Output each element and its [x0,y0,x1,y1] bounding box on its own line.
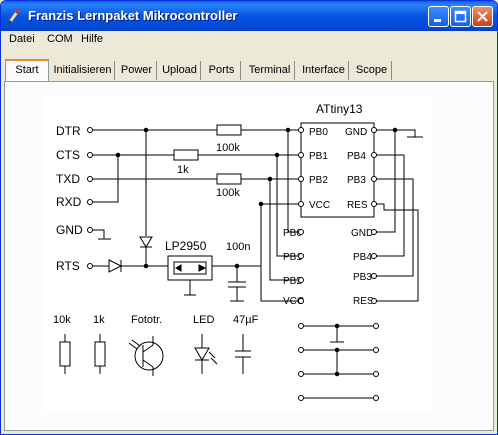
title-bar[interactable]: Franzis Lernpaket Mikrocontroller [1,1,497,31]
chip-pin-pb0: PB0 [309,127,328,138]
window-title: Franzis Lernpaket Mikrocontroller [28,8,238,23]
chip-body [300,122,375,218]
legend-resistor-1k [94,341,106,367]
resistor-r3-label: 100k [216,187,240,199]
tab-upload[interactable]: Upload [159,61,201,80]
capacitor-label: 100n [226,241,250,253]
chip-pin-pb2: PB2 [309,175,328,186]
regulator-label: LP2950 [165,239,207,253]
chip-pin-vcc: VCC [309,200,330,211]
chip-pin-pb1: PB1 [309,151,328,162]
chip-pin-pb4: PB4 [347,151,366,162]
app-icon [8,8,21,24]
menu-com[interactable]: COM [47,33,73,45]
tab-initialisieren[interactable]: Initialisieren [51,61,115,80]
tab-strip: Start Initialisieren Power Upload Ports … [1,59,497,81]
resistor-r3 [216,173,242,185]
tab-ports[interactable]: Ports [203,61,241,80]
minimize-icon [434,19,441,22]
signal-dtr-label: DTR [56,124,81,138]
resistor-r1 [216,124,242,136]
maximize-button[interactable] [450,6,471,27]
signal-rxd-label: RXD [56,195,82,209]
schematic-canvas: ATtiny13 PB0 PB1 PB2 VCC GND PB4 PB3 RES… [43,96,433,413]
close-button[interactable] [472,6,493,27]
lower-pb2-label: PB2 [283,276,302,287]
lower-pb4-label: PB4 [353,252,372,263]
lower-gnd-label: GND [351,228,373,239]
lower-pb0-label: PB0 [283,228,302,239]
legend-photo-label: Fototr. [131,314,162,326]
tab-terminal[interactable]: Terminal [245,61,295,80]
menu-hilfe[interactable]: Hilfe [81,33,104,45]
tab-power[interactable]: Power [117,61,157,80]
lower-res-label: RES [353,296,374,307]
maximize-icon [454,10,467,23]
schematic-diagram: ATtiny13 PB0 PB1 PB2 VCC GND PB4 PB3 RES… [53,102,423,401]
tab-start[interactable]: Start [5,59,49,81]
resistor-r2 [173,149,199,161]
legend-cap-label: 47µF [233,314,259,326]
signal-rts-label: RTS [56,259,80,273]
resistor-r1-label: 100k [216,142,240,154]
minimize-button[interactable] [428,6,449,27]
legend-resistor-10k [59,341,71,367]
lower-pb3-label: PB3 [353,272,372,283]
menu-datei[interactable]: Datei [9,33,35,45]
signal-cts-label: CTS [56,148,80,162]
menu-bar: Datei COM Hilfe [1,31,497,49]
legend-capacitor [235,334,251,374]
tab-interface[interactable]: Interface [299,61,349,80]
tab-scope[interactable]: Scope [352,61,392,80]
chip-name: ATtiny13 [316,102,363,116]
legend-10k-label: 10k [53,314,71,326]
lower-pb1-label: PB1 [283,252,302,263]
legend-led [194,334,210,374]
legend-phototransistor [134,341,164,371]
signal-gnd-label: GND [56,223,83,237]
chip-pin-pb3: PB3 [347,175,366,186]
resistor-r2-label: 1k [177,164,189,176]
legend-led-label: LED [193,314,214,326]
chip-pin-res: RES [347,200,368,211]
signal-txd-label: TXD [56,172,80,186]
chip-pin-gnd: GND [345,127,367,138]
close-icon [477,11,488,22]
legend-1k-label: 1k [93,314,105,326]
